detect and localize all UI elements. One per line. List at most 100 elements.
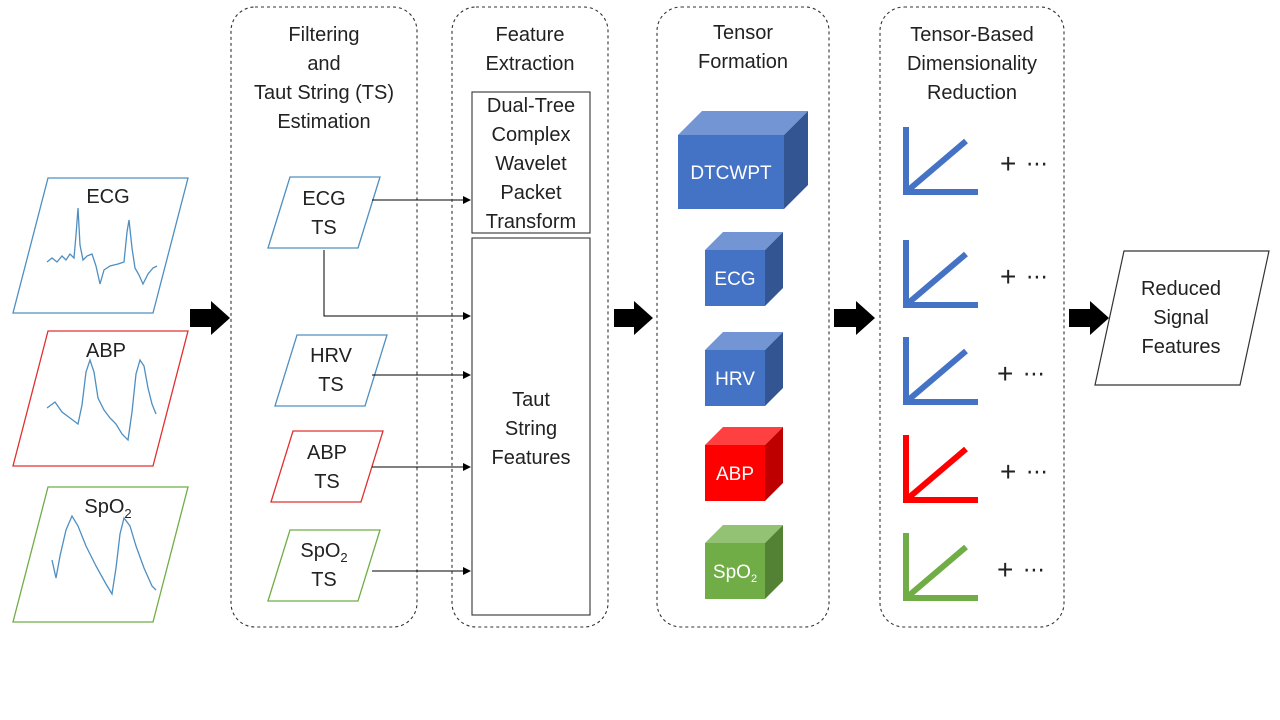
svg-text:Features: Features xyxy=(1142,336,1221,358)
cube-front-face xyxy=(705,250,765,306)
tensor-cube-dtcwpt: DTCWPT xyxy=(678,111,808,209)
block-arrow-3 xyxy=(834,301,875,335)
svg-text:Transform: Transform xyxy=(486,211,576,233)
svg-text:Wavelet: Wavelet xyxy=(495,153,567,175)
feature-box-taut-string: Taut String Features xyxy=(471,237,591,616)
ellipsis: ⋯ xyxy=(1026,459,1048,484)
tensor-cube-label-ecg: ECG xyxy=(714,269,755,290)
input-ecg-parallelogram xyxy=(12,177,189,314)
abp-waveform-icon xyxy=(46,357,157,442)
factor-vector-icon xyxy=(904,544,968,601)
reduction-term-1: +⋯ xyxy=(903,127,1048,195)
cube-top-face xyxy=(705,332,783,350)
stage-feature-extraction: Feature Extraction Dual-Tree Complex Wav… xyxy=(451,6,609,628)
cube-side-face xyxy=(765,332,783,406)
svg-text:Dimensionality: Dimensionality xyxy=(907,53,1037,75)
tensor-cube-ecg: ECG xyxy=(705,232,783,306)
ellipsis: ⋯ xyxy=(1023,361,1045,386)
stage-filtering-title-4: Estimation xyxy=(277,111,370,133)
input-abp: ABP xyxy=(12,330,189,467)
svg-text:Feature: Feature xyxy=(496,24,565,46)
svg-text:Signal: Signal xyxy=(1153,307,1209,329)
input-ecg: ECG xyxy=(12,177,189,314)
output-reduced-features: Reduced Signal Features xyxy=(1094,250,1270,386)
plus-sign: + xyxy=(1000,456,1016,487)
tensor-cubes: DTCWPT ECG HRV ABP SpO2 xyxy=(678,111,808,599)
tensor-cube-label-abp: ABP xyxy=(716,464,754,485)
tensor-cube-label-dtcwpt: DTCWPT xyxy=(690,163,772,184)
cube-front-face xyxy=(705,350,765,406)
svg-text:Tensor: Tensor xyxy=(713,22,773,44)
svg-text:ABP: ABP xyxy=(307,442,347,464)
stage-dimensionality-reduction-border xyxy=(879,6,1065,628)
stage-filtering-title-3: Taut String (TS) xyxy=(254,82,394,104)
cube-top-face xyxy=(705,525,783,543)
ts-box-abp: ABP TS xyxy=(270,430,384,503)
cube-side-face xyxy=(765,232,783,306)
cube-top-face xyxy=(705,427,783,445)
input-spo2-parallelogram xyxy=(12,486,189,623)
svg-text:String: String xyxy=(505,418,557,440)
ecg-waveform-icon xyxy=(46,207,158,286)
svg-text:ECG: ECG xyxy=(302,188,345,210)
plus-sign: + xyxy=(1000,148,1016,179)
stage-filtering-border xyxy=(230,6,418,628)
cube-front-face xyxy=(678,135,784,209)
reduction-term-5: +⋯ xyxy=(903,533,1045,601)
ellipsis: ⋯ xyxy=(1023,557,1045,582)
ts-box-hrv: HRV TS xyxy=(274,334,388,407)
tensor-cube-abp: ABP xyxy=(705,427,783,501)
connectors xyxy=(323,196,471,575)
stage-filtering: Filtering and Taut String (TS) Estimatio… xyxy=(230,6,418,628)
input-ecg-label: ECG xyxy=(86,186,129,208)
ellipsis: ⋯ xyxy=(1026,151,1048,176)
plus-sign: + xyxy=(1000,261,1016,292)
reduction-term-2: +⋯ xyxy=(903,240,1048,308)
tensor-cube-hrv: HRV xyxy=(705,332,783,406)
svg-text:Tensor-Based: Tensor-Based xyxy=(910,24,1033,46)
reduction-terms: +⋯+⋯+⋯+⋯+⋯ xyxy=(903,127,1048,601)
spo2-waveform-icon xyxy=(51,514,157,596)
factor-vector-icon xyxy=(904,348,968,405)
svg-text:TS: TS xyxy=(311,217,337,239)
ellipsis: ⋯ xyxy=(1026,264,1048,289)
reduction-term-4: +⋯ xyxy=(903,435,1048,503)
stage-tensor-formation-border xyxy=(656,6,830,628)
factor-vector-icon xyxy=(904,251,968,308)
ts-box-spo2: SpO2 TS xyxy=(267,529,381,602)
tensor-cube-label-hrv: HRV xyxy=(715,369,755,390)
svg-text:TS: TS xyxy=(318,374,344,396)
svg-text:TS: TS xyxy=(314,471,340,493)
svg-text:Taut: Taut xyxy=(512,389,550,411)
plus-sign: + xyxy=(997,554,1013,585)
svg-text:Complex: Complex xyxy=(492,124,571,146)
ts-box-ecg: ECG TS xyxy=(267,176,381,249)
cube-side-face xyxy=(765,525,783,599)
cube-top-face xyxy=(705,232,783,250)
block-arrow-2 xyxy=(614,301,653,335)
tensor-cube-spo2: SpO2 xyxy=(705,525,783,599)
svg-text:Extraction: Extraction xyxy=(486,53,575,75)
output-parallelogram xyxy=(1094,250,1270,386)
reduction-term-3: +⋯ xyxy=(903,337,1045,405)
block-arrow-4 xyxy=(1069,301,1109,335)
svg-text:Packet: Packet xyxy=(500,182,562,204)
cube-side-face xyxy=(784,111,808,209)
input-abp-parallelogram xyxy=(12,330,189,467)
cube-front-face xyxy=(705,445,765,501)
stage-dimensionality-reduction: Tensor-Based Dimensionality Reduction +⋯… xyxy=(879,6,1065,628)
input-spo2-label: SpO2 xyxy=(84,496,131,521)
cube-top-face xyxy=(678,111,808,135)
cube-side-face xyxy=(765,427,783,501)
svg-text:TS: TS xyxy=(311,569,337,591)
svg-text:Reduction: Reduction xyxy=(927,82,1017,104)
svg-text:Formation: Formation xyxy=(698,51,788,73)
tensor-cube-label-spo2: SpO2 xyxy=(713,562,757,585)
stage-filtering-title-1: Filtering xyxy=(288,24,359,46)
feature-box-dtcwpt: Dual-Tree Complex Wavelet Packet Transfo… xyxy=(471,91,591,234)
input-abp-label: ABP xyxy=(86,340,126,362)
plus-sign: + xyxy=(997,358,1013,389)
connector-ecg-taut xyxy=(323,250,471,320)
svg-text:Reduced: Reduced xyxy=(1141,278,1221,300)
